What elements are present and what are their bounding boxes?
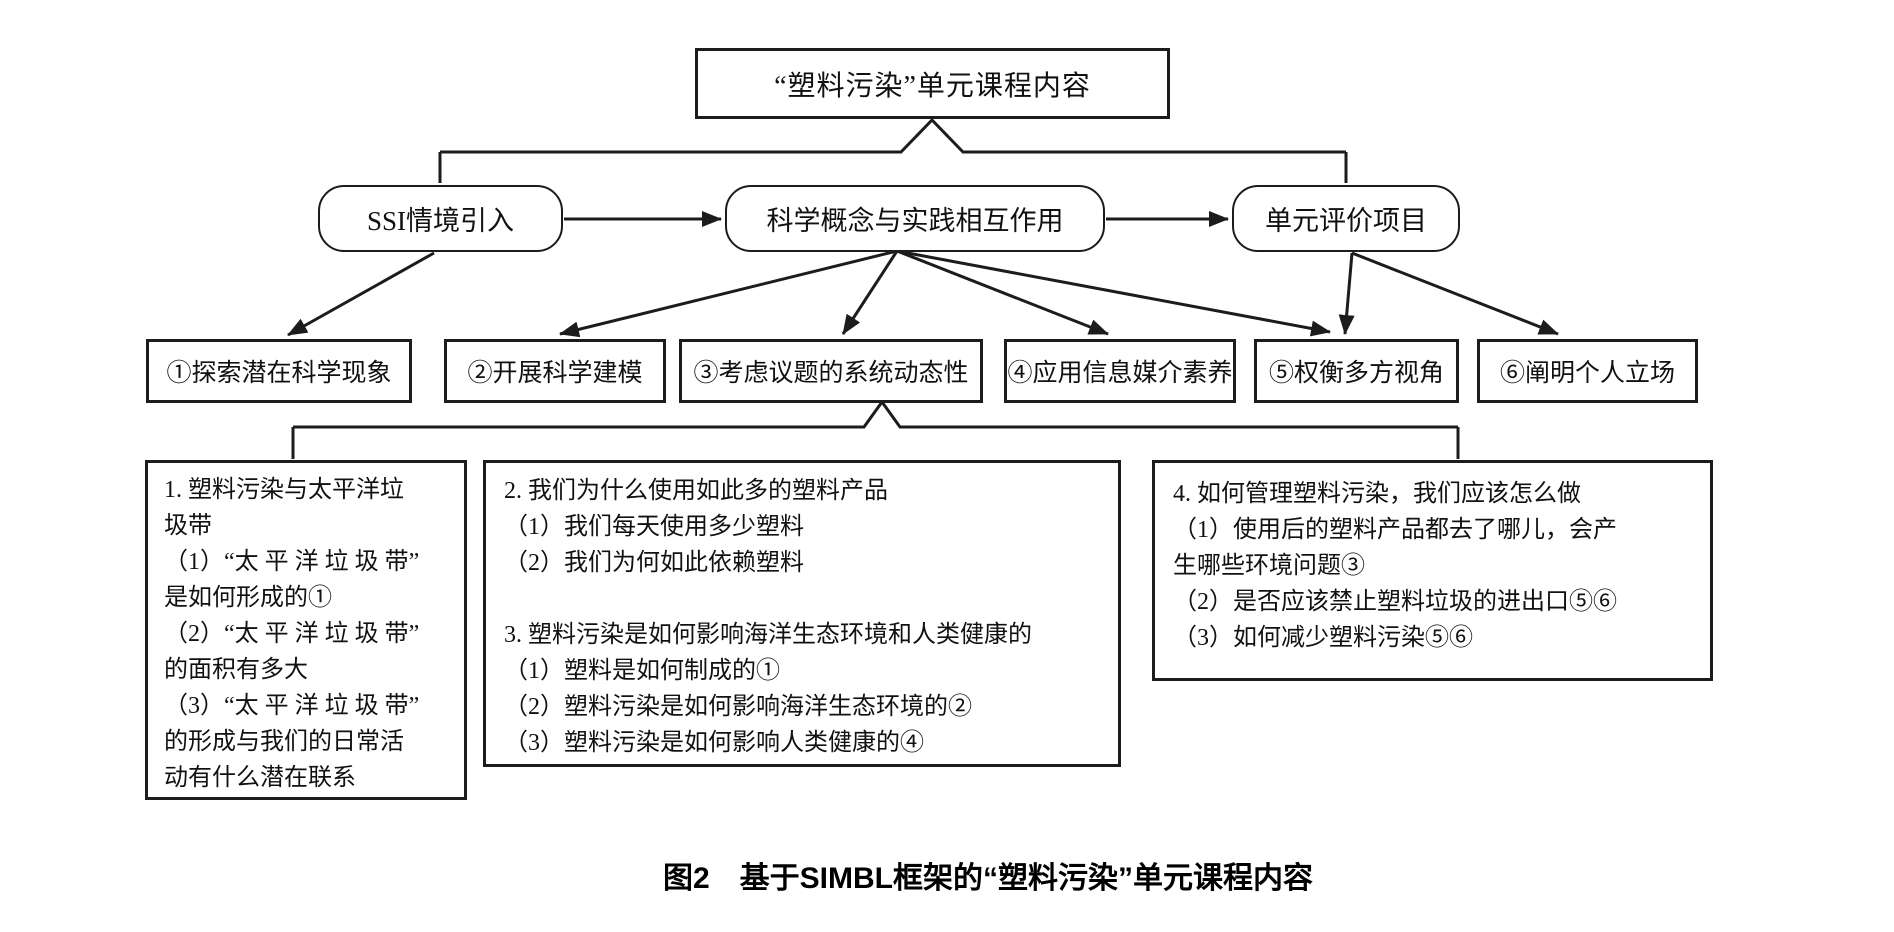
lesson-line: （1）我们每天使用多少塑料 <box>504 514 804 540</box>
stage-box-interaction-label: 科学概念与实践相互作用 <box>766 206 1064 236</box>
stage-box-assessment: 单元评价项目 <box>1232 185 1460 252</box>
connector-title-bracket <box>440 117 1346 154</box>
stage-box-interaction: 科学概念与实践相互作用 <box>725 185 1105 252</box>
lesson-line: （2）“太 平 洋 垃 圾 带” <box>164 621 420 647</box>
arrow-assessment-to-practice6 <box>1351 251 1559 336</box>
lesson-box-2: 2. 我们为什么使用如此多的塑料产品 （1）我们每天使用多少塑料 （2）我们为何… <box>483 460 1121 767</box>
lesson-line: 动有什么潜在联系 <box>164 765 356 791</box>
arrow-assessment-to-practice5 <box>1338 252 1355 335</box>
lesson-box-1: 1. 塑料污染与太平洋垃 圾带 （1）“太 平 洋 垃 圾 带” 是如何形成的①… <box>145 460 467 800</box>
lesson-line: （1）“太 平 洋 垃 圾 带” <box>164 549 420 575</box>
practice-box-1-label: ①探索潜在科学现象 <box>166 360 392 387</box>
practice-box-3-label: ③考虑议题的系统动态性 <box>693 360 969 387</box>
practice-box-4-label: ④应用信息媒介素养 <box>1007 360 1233 387</box>
practice-box-6-label: ⑥阐明个人立场 <box>1499 360 1675 387</box>
lesson-line: 生哪些环境问题③ <box>1173 553 1365 579</box>
arrow-interaction-to-practice3 <box>841 250 899 335</box>
lesson-line: 1. 塑料污染与太平洋垃 <box>164 477 404 503</box>
figure-caption: 图2 基于SIMBL框架的“塑料污染”单元课程内容 <box>662 862 1313 895</box>
lesson-line: （3）如何减少塑料污染⑤⑥ <box>1173 625 1473 651</box>
lesson-line: 的形成与我们的日常活 <box>164 729 404 755</box>
practice-box-2: ②开展科学建模 <box>444 339 666 403</box>
lesson-line: （2）塑料污染是如何影响海洋生态环境的② <box>504 694 972 720</box>
lesson-line: （2）我们为何如此依赖塑料 <box>504 550 804 576</box>
lesson-line: 圾带 <box>164 513 212 539</box>
arrow-ssi-to-practice1 <box>287 251 435 337</box>
unit-title-label: “塑料污染”单元课程内容 <box>774 70 1091 102</box>
practice-box-2-label: ②开展科学建模 <box>467 360 643 387</box>
lesson-line: 3. 塑料污染是如何影响海洋生态环境和人类健康的 <box>504 622 1032 648</box>
lesson-line: 2. 我们为什么使用如此多的塑料产品 <box>504 478 888 504</box>
lesson-line: 的面积有多大 <box>164 657 308 683</box>
arrow-interaction-to-practice4 <box>896 249 1109 336</box>
practice-box-5: ⑤权衡多方视角 <box>1254 339 1459 403</box>
lesson-line: （2）是否应该禁止塑料垃圾的进出口⑤⑥ <box>1173 589 1617 615</box>
lesson-line: （3）“太 平 洋 垃 圾 带” <box>164 693 420 719</box>
lesson-line: （3）塑料污染是如何影响人类健康的④ <box>504 730 924 756</box>
arrow-interaction-to-practice5 <box>896 249 1331 337</box>
practice-box-6: ⑥阐明个人立场 <box>1477 339 1698 403</box>
stage-box-assessment-label: 单元评价项目 <box>1265 206 1427 236</box>
practice-box-3: ③考虑议题的系统动态性 <box>679 339 983 403</box>
lesson-line <box>504 581 1108 617</box>
practice-box-5-label: ⑤权衡多方视角 <box>1268 360 1444 387</box>
connector-practice3-bracket <box>293 399 1458 429</box>
arrow-interaction-to-practice2 <box>559 249 898 338</box>
stage-box-ssi: SSI情境引入 <box>318 185 563 252</box>
lesson-line: （1）塑料是如何制成的① <box>504 658 780 684</box>
lesson-line: （1）使用后的塑料产品都去了哪儿，会产 <box>1173 517 1617 543</box>
lesson-line: 是如何形成的① <box>164 585 332 611</box>
stage-box-ssi-label: SSI情境引入 <box>366 206 515 236</box>
lesson-box-3: 4. 如何管理塑料污染，我们应该怎么做 （1）使用后的塑料产品都去了哪儿，会产 … <box>1152 460 1713 681</box>
unit-title-box: “塑料污染”单元课程内容 <box>695 48 1170 119</box>
practice-box-4: ④应用信息媒介素养 <box>1004 339 1236 403</box>
practice-box-1: ①探索潜在科学现象 <box>146 339 412 403</box>
lesson-line: 4. 如何管理塑料污染，我们应该怎么做 <box>1173 481 1581 507</box>
